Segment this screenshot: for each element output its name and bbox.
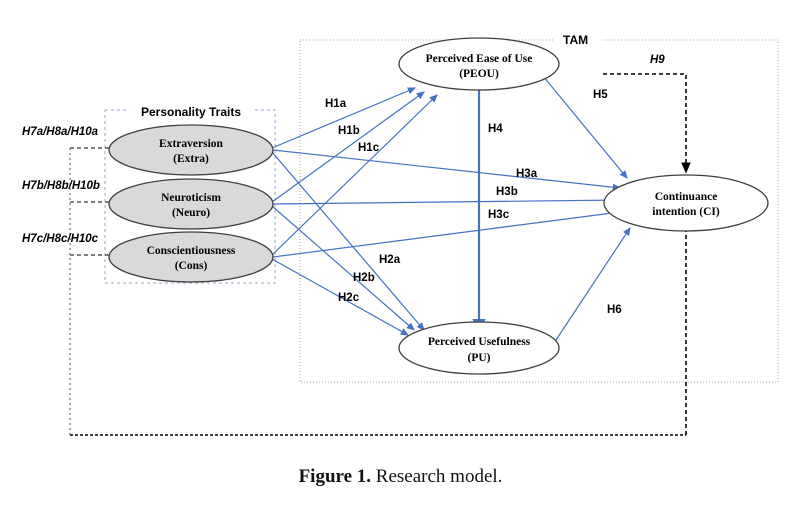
extraversion-label-line2: (Extra) <box>173 153 209 165</box>
neuroticism-label-line1: Neuroticism <box>161 192 221 204</box>
tam-box: TAM <box>299 30 779 383</box>
extraversion-ellipse[interactable] <box>108 124 274 176</box>
label-h4: H4 <box>488 123 503 135</box>
node-ci[interactable]: Continuance intention (CI) <box>603 174 769 232</box>
label-h1a: H1a <box>325 98 347 110</box>
neuroticism-label-line2: (Neuro) <box>172 207 210 219</box>
h9-path <box>603 73 691 174</box>
figure-caption-label: Figure 1. <box>298 466 372 487</box>
node-extraversion[interactable]: Extraversion (Extra) <box>108 124 274 176</box>
ci-label-line1: Continuance <box>655 191 718 203</box>
node-peou[interactable]: Perceived Ease of Use (PEOU) <box>398 37 560 91</box>
personality-title-backdrop <box>128 100 254 120</box>
conscientiousness-label-line2: (Cons) <box>175 260 208 272</box>
node-neuroticism[interactable]: Neuroticism (Neuro) <box>108 178 274 230</box>
path-cons-to-ci <box>272 209 622 258</box>
label-h1b: H1b <box>338 125 360 137</box>
hypothesis-labels: H1a H1b H1c H2a H2b H2c H3a H3b H3c H4 H… <box>22 54 665 316</box>
extraversion-label-line1: Extraversion <box>159 138 223 150</box>
label-h2c: H2c <box>338 292 360 304</box>
personality-traits-box: Personality Traits <box>104 100 276 284</box>
path-neuro-to-ci <box>272 196 622 205</box>
pu-label-line1: Perceived Usefulness <box>428 336 531 348</box>
label-h6: H6 <box>607 304 622 316</box>
label-h1c: H1c <box>358 142 380 154</box>
path-extra-to-pu <box>271 151 425 331</box>
label-h3a: H3a <box>516 168 538 180</box>
label-h5: H5 <box>593 89 608 101</box>
label-moderator-c: H7c/H8c/H10c <box>22 233 99 245</box>
path-extra-to-peou <box>271 87 417 149</box>
figure-caption: Figure 1. Research model. <box>0 466 801 488</box>
conscientiousness-ellipse[interactable] <box>108 231 274 283</box>
path-cons-to-peou <box>271 94 438 256</box>
label-h9: H9 <box>650 54 665 66</box>
model-diagram: TAM Personality Traits <box>22 30 779 436</box>
path-neuro-to-pu <box>271 205 415 331</box>
node-pu[interactable]: Perceived Usefulness (PU) <box>398 321 560 375</box>
conscientiousness-label-line1: Conscientiousness <box>147 245 236 257</box>
path-peou-to-ci <box>542 75 628 179</box>
h9-dashed-connector <box>603 73 691 174</box>
tam-box-outline <box>299 39 779 383</box>
path-pu-to-ci <box>555 226 631 341</box>
label-moderator-b: H7b/H8b/H10b <box>22 180 100 192</box>
pu-ellipse[interactable] <box>398 321 560 375</box>
tam-title-backdrop <box>555 30 603 50</box>
figure-caption-text: Research model. <box>371 466 503 487</box>
ci-ellipse[interactable] <box>603 174 769 232</box>
tam-box-title: TAM <box>563 33 588 47</box>
ci-label-line2: intention (CI) <box>652 206 720 218</box>
peou-label-line2: (PEOU) <box>459 68 499 80</box>
label-moderator-a: H7a/H8a/H10a <box>22 126 99 138</box>
pu-label-line2: (PU) <box>468 352 491 364</box>
label-h2b: H2b <box>353 272 375 284</box>
node-conscientiousness[interactable]: Conscientiousness (Cons) <box>108 231 274 283</box>
label-h3b: H3b <box>496 186 518 198</box>
personality-box-title: Personality Traits <box>141 105 241 119</box>
path-extra-to-ci <box>272 149 622 191</box>
peou-ellipse[interactable] <box>398 37 560 91</box>
neuroticism-ellipse[interactable] <box>108 178 274 230</box>
peou-label-line1: Perceived Ease of Use <box>426 53 533 65</box>
path-cons-to-pu <box>271 258 410 336</box>
label-h3c: H3c <box>488 209 510 221</box>
structural-paths <box>271 75 631 341</box>
path-neuro-to-peou <box>271 91 425 203</box>
label-h2a: H2a <box>379 254 401 266</box>
